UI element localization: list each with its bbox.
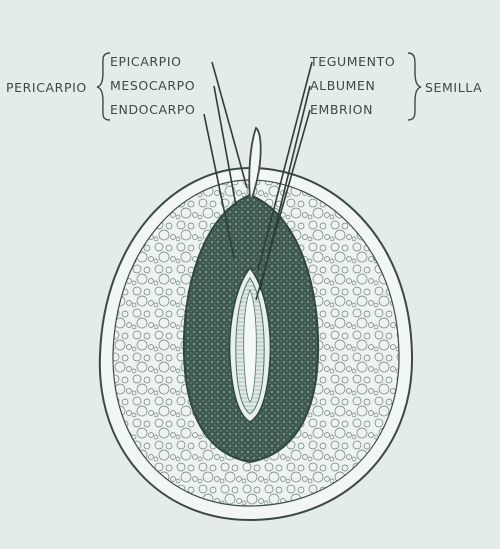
mesocarp-label: MESOCARPO xyxy=(110,78,195,93)
seed-group-label: SEMILLA xyxy=(425,80,482,95)
embryo xyxy=(244,290,257,402)
endocarp-label: ENDOCARPO xyxy=(110,102,195,117)
pericarp-group-label: PERICARPIO xyxy=(6,80,87,95)
fruit xyxy=(100,128,412,520)
epicarp-label: EPICARPIO xyxy=(110,54,182,69)
albumen-label: ALBUMEN xyxy=(310,78,375,93)
pericarp-brace xyxy=(97,53,110,120)
seed-labels: TEGUMENTO ALBUMEN EMBRION SEMILLA xyxy=(309,53,482,120)
seed-brace xyxy=(408,53,421,120)
embryo-label: EMBRION xyxy=(310,102,373,117)
tegument-label: TEGUMENTO xyxy=(309,54,395,69)
pericarp-labels: PERICARPIO EPICARPIO MESOCARPO ENDOCARPO xyxy=(6,53,195,120)
